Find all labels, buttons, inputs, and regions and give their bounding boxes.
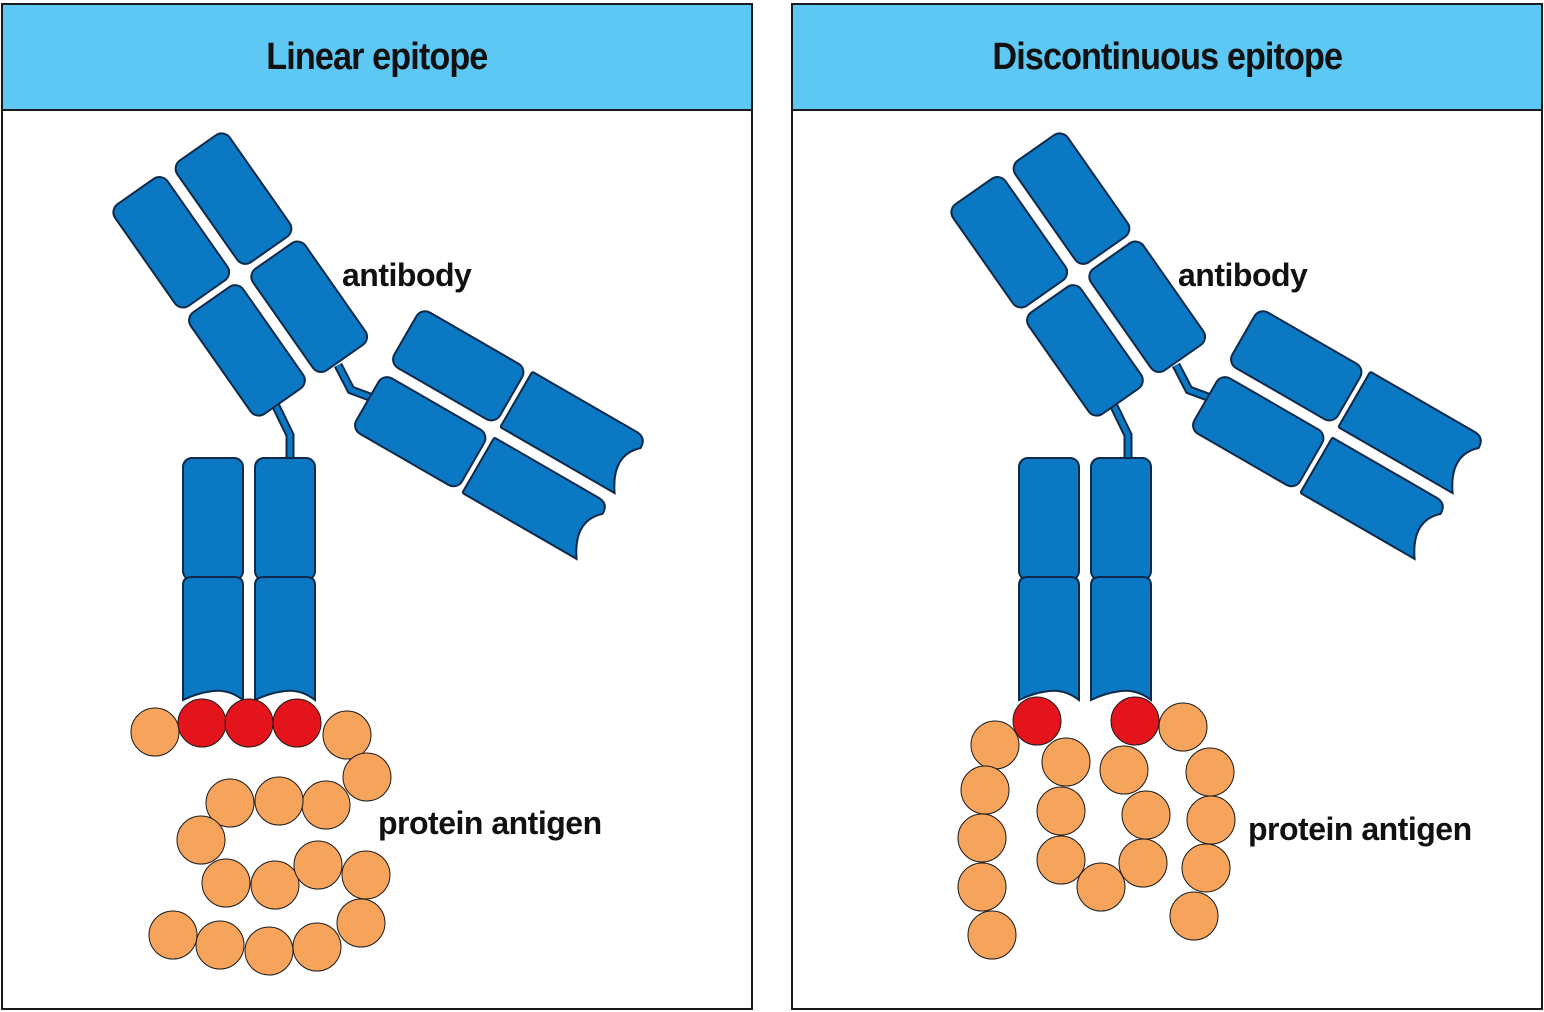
antigen-residue [336,898,386,948]
panel-linear-epitope: Linear epitope [1,3,753,1010]
antibody [112,132,644,703]
antibody-domain [1192,376,1325,488]
antigen-residue [1076,862,1126,912]
antigen-residue [341,850,391,900]
antibody-domain [461,437,606,561]
antigen-residue [176,815,226,865]
antibody-fab-arm-right [1192,310,1482,561]
antigen-residue [1186,795,1236,845]
antigen-residue [970,720,1020,770]
antibody-domain [1026,284,1144,417]
antibody-domain [250,240,369,373]
antigen-residue [292,922,342,972]
antigen-residue [1181,843,1231,893]
antibody-fab-arm-left [950,132,1207,417]
antigen-residue [1036,835,1086,885]
antigen-residue [244,926,294,976]
antibody-label: antibody [1178,257,1308,293]
panel-discontinuous-epitope: Discontinuous epitope [791,3,1543,1010]
antibody-domain [1299,437,1444,561]
antibody-label: antibody [342,257,472,293]
antigen-residue [1158,702,1208,752]
antibody-domain [1337,371,1482,495]
antigen-residue [1185,747,1235,797]
panel-title: Discontinuous epitope [992,35,1343,78]
antigen-residue [967,910,1017,960]
antigen-residue [130,707,180,757]
antibody-hinge [1108,398,1131,460]
antibody-domain [1012,132,1131,265]
antibody-domain [1018,576,1080,703]
antigen-residue [1169,891,1219,941]
antigen-residue [301,780,351,830]
antigen-residue [1121,790,1171,840]
antigen-residue [254,776,304,826]
epitope-residue [177,698,227,748]
antibody-domain [112,176,231,309]
panel-title: Linear epitope [266,35,488,78]
antibody-domain [354,376,487,488]
antibody-domain [392,310,525,422]
antibody-domain [1018,457,1080,581]
antigen-label: protein antigen [378,805,602,841]
antibody-fc-stem [182,457,316,703]
antibody-domain [188,284,306,417]
antigen-residue [957,862,1007,912]
epitope-residue [1012,696,1062,746]
antibody-hinge [270,398,293,460]
antibody-domain [254,457,316,581]
antibody-domain [950,176,1069,309]
antibody-domain [254,576,316,703]
antibody-domain [182,576,244,703]
antibody [950,132,1482,703]
antigen-residue [148,910,198,960]
antigen-residue [250,860,300,910]
panel-header: Linear epitope [3,5,751,111]
antigen-residue [1041,737,1091,787]
epitope-residue [1110,696,1160,746]
discontinuous-epitope-diagram [950,132,1482,960]
antibody-domain [1090,576,1152,703]
epitope-residue [224,698,274,748]
antibody-fab-arm-right [354,310,644,561]
protein-antigen [130,698,392,976]
antigen-residue [205,778,255,828]
antigen-label: protein antigen [1248,811,1472,847]
antibody-fab-arm-left [112,132,369,417]
antigen-residue [201,858,251,908]
antigen-residue [322,710,372,760]
antibody-domain [182,457,244,581]
antibody-fc-stem [1018,457,1152,703]
antibody-domain [1090,457,1152,581]
epitope-residue [272,698,322,748]
antigen-residue [957,813,1007,863]
antigen-residue [195,920,245,970]
antigen-residue [342,752,392,802]
protein-antigen [957,696,1236,960]
antigen-residue [1036,786,1086,836]
antibody-domain [174,132,293,265]
antigen-residue [1118,838,1168,888]
antigen-residue [960,765,1010,815]
linear-epitope-diagram [112,132,644,976]
antigen-residue [1099,745,1149,795]
antigen-residue [293,840,343,890]
antibody-domain [1088,240,1207,373]
antibody-domain [1230,310,1363,422]
panel-header: Discontinuous epitope [793,5,1541,111]
antibody-domain [499,371,644,495]
